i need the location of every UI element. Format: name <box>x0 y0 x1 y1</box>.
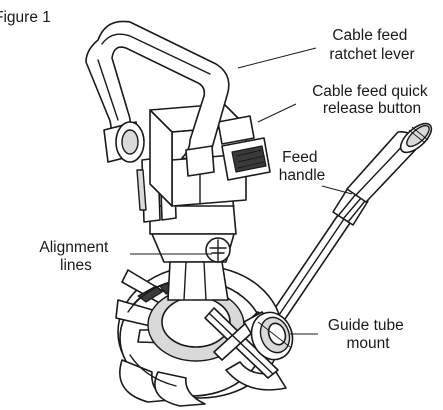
guide-tube-mount-part <box>243 311 294 361</box>
callout-quick-release: Cable feed quick release button <box>312 83 432 117</box>
leader-quick-release <box>257 103 297 123</box>
callout-alignment-lines: Alignment lines <box>39 239 112 274</box>
leader-ratchet-lever <box>237 47 317 69</box>
ratchet-lever <box>85 20 230 177</box>
callout-guide-tube-mount: Guide tube mount <box>328 317 408 352</box>
leader-feed-handle <box>321 185 353 195</box>
figure-label: Figure 1 <box>0 9 51 26</box>
callout-feed-handle: Feed handle <box>279 149 326 184</box>
callout-ratchet-lever: Cable feed ratchet lever <box>329 27 414 63</box>
